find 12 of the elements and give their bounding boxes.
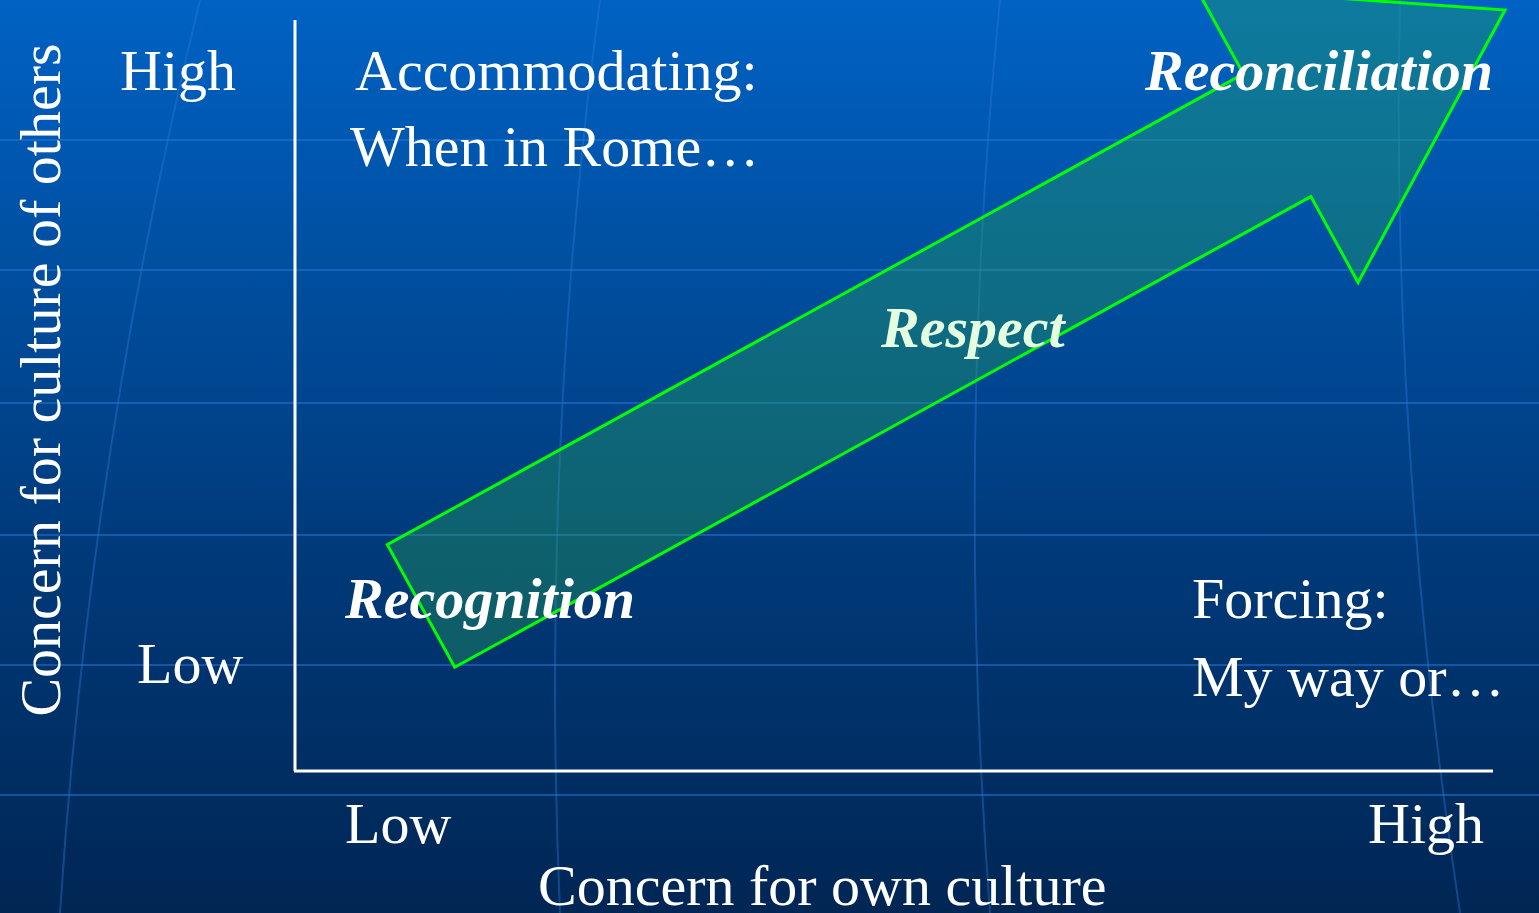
- quadrant-label: Accommodating:: [355, 42, 758, 100]
- axis-title: Concern for culture of others: [11, 43, 70, 717]
- axis-tick-label: Low: [345, 795, 452, 853]
- axis-tick-label: High: [1368, 795, 1484, 853]
- axis-tick-label: Low: [137, 635, 244, 693]
- edge-label: Respect: [881, 299, 1065, 357]
- block-arrow: [385, 0, 1508, 670]
- axis-title: Concern for own culture: [538, 857, 1107, 913]
- quadrant-label: Forcing:: [1192, 570, 1389, 628]
- quadrant-label: My way or…: [1192, 648, 1505, 706]
- axis-tick-label: High: [120, 42, 236, 100]
- quadrant-label: When in Rome…: [350, 118, 760, 176]
